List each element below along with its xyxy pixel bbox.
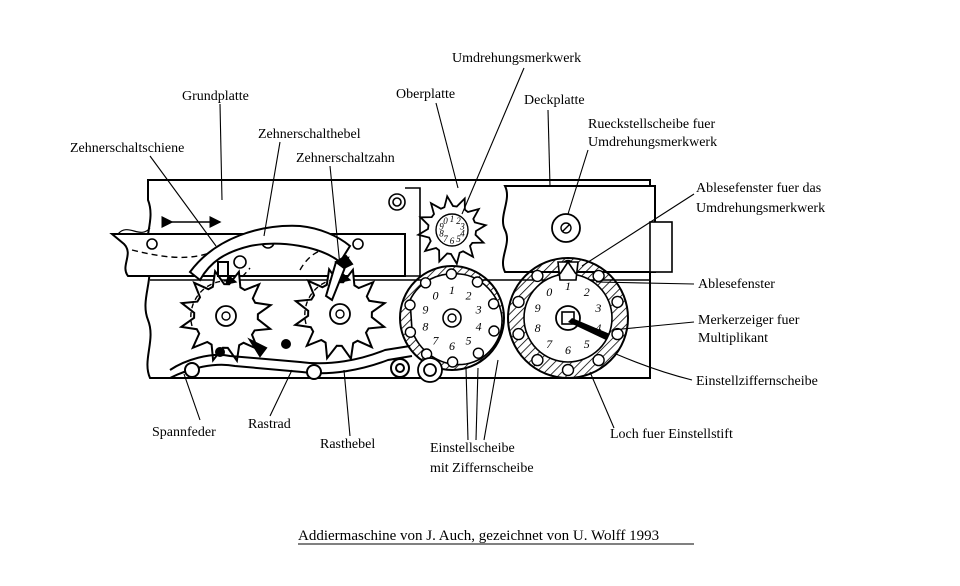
label-einstellscheibe-line2: mit Ziffernscheibe bbox=[430, 461, 534, 476]
ziffern-digit: 1 bbox=[565, 279, 571, 293]
label-grundplatte: Grundplatte bbox=[182, 89, 249, 104]
callout-lines bbox=[149, 67, 695, 441]
einstell-hole bbox=[445, 268, 458, 280]
umdrehung-digit: 1 bbox=[450, 214, 455, 224]
rueckstellscheibe bbox=[551, 213, 581, 243]
ziffern-hole bbox=[512, 295, 525, 309]
umdrehung-digit: 0 bbox=[443, 216, 448, 226]
label-deckplatte: Deckplatte bbox=[524, 93, 585, 108]
einstell-digit: 3 bbox=[475, 302, 482, 316]
figure-caption: Addiermaschine von J. Auch, gezeichnet v… bbox=[298, 528, 659, 544]
gear-axle bbox=[335, 309, 345, 319]
ziffern-hole bbox=[531, 269, 544, 283]
ziffern-hole bbox=[592, 269, 605, 283]
label-ablesefenster: Ablesefenster bbox=[698, 277, 775, 292]
ziffern-digit: 8 bbox=[535, 321, 541, 335]
einstell-digit: 2 bbox=[466, 288, 472, 302]
einstell-digit: 8 bbox=[422, 320, 428, 334]
umdrehung-digit: 7 bbox=[443, 234, 448, 244]
merkerzeiger-pointer bbox=[568, 318, 610, 340]
einstell-digit: 7 bbox=[433, 334, 440, 348]
rotation-arrow bbox=[190, 274, 238, 327]
label-rueckstell-line2: Umdrehungsmerkwerk bbox=[588, 135, 717, 150]
label-einstellscheibe-line1: Einstellscheibe bbox=[430, 441, 515, 456]
label-rastrad: Rastrad bbox=[248, 417, 291, 432]
einstell-digit: 5 bbox=[466, 334, 472, 348]
transfer-roller bbox=[417, 357, 443, 383]
gear-axle bbox=[221, 311, 231, 321]
ablesefenster-window bbox=[557, 261, 579, 281]
einstell-hole bbox=[446, 356, 459, 368]
einstell-digit: 6 bbox=[449, 339, 455, 353]
ziffern-digit: 4 bbox=[595, 321, 601, 335]
einstell-hole bbox=[488, 325, 500, 337]
ziffern-hole bbox=[611, 295, 624, 309]
ziffern-digit: 6 bbox=[565, 343, 571, 357]
ziffern-digit: 0 bbox=[546, 285, 552, 299]
label-ablesefenster-umd-line1: Ablesefenster fuer das bbox=[696, 181, 821, 196]
label-rasthebel: Rasthebel bbox=[320, 437, 375, 452]
ziffern-hole bbox=[592, 353, 605, 367]
einstell-hole bbox=[404, 326, 417, 338]
einstell-digit: 1 bbox=[449, 283, 455, 297]
label-spannfeder: Spannfeder bbox=[152, 425, 216, 440]
einstell-hole bbox=[404, 299, 416, 311]
einstell-hole bbox=[419, 277, 432, 289]
einstell-digit: 4 bbox=[476, 320, 482, 334]
ziffern-digit: 2 bbox=[584, 285, 590, 299]
label-zehnerschalthebel: Zehnerschalthebel bbox=[258, 127, 361, 142]
labels: Grundplatte Zehnerschaltschiene Zehnersc… bbox=[70, 51, 825, 476]
zehnerschalt-segment bbox=[188, 224, 352, 282]
umdrehung-digit: 9 bbox=[439, 222, 444, 232]
label-oberplatte: Oberplatte bbox=[396, 87, 455, 102]
ziffern-hole bbox=[611, 327, 624, 341]
label-umdrehungsmerkwerk: Umdrehungsmerkwerk bbox=[452, 51, 581, 66]
einstell-hole bbox=[487, 298, 500, 310]
umdrehung-digit: 6 bbox=[450, 236, 455, 246]
ziffern-digit: 9 bbox=[535, 301, 541, 315]
ziffern-hole bbox=[512, 327, 525, 341]
ziffern-digit: 3 bbox=[594, 301, 601, 315]
einstell-digit: 0 bbox=[433, 288, 439, 302]
label-merkerzeiger-line2: Multiplikant bbox=[698, 331, 768, 346]
label-zehnerschaltschiene: Zehnerschaltschiene bbox=[70, 141, 184, 156]
ziffern-digit: 7 bbox=[546, 337, 553, 351]
zehnerschalthebel-lever bbox=[217, 254, 354, 302]
label-merkerzeiger-line1: Merkerzeiger fuer bbox=[698, 313, 800, 328]
umdrehung-digit: 2 bbox=[456, 216, 461, 226]
ziffern-hole bbox=[561, 363, 575, 377]
label-zehnerschaltzahn: Zehnerschaltzahn bbox=[296, 151, 395, 166]
label-loch-einstellstift: Loch fuer Einstellstift bbox=[610, 427, 733, 442]
label-rueckstell-line1: Rueckstellscheibe fuer bbox=[588, 117, 715, 132]
ziffern-digit: 5 bbox=[584, 337, 590, 351]
einstell-digit: 9 bbox=[422, 302, 428, 316]
label-ablesefenster-umd-line2: Umdrehungsmerkwerk bbox=[696, 201, 825, 216]
umdrehung-digit: 3 bbox=[459, 222, 465, 232]
rastrad-gear-right bbox=[292, 266, 388, 362]
umdrehung-digit: 5 bbox=[456, 234, 461, 244]
rasthebel-assembly bbox=[169, 337, 413, 380]
einstell-hole bbox=[472, 347, 485, 359]
umdrehung-digit: 8 bbox=[439, 228, 444, 238]
ziffern-hole bbox=[531, 353, 544, 367]
umdrehung-digit: 4 bbox=[460, 228, 465, 238]
label-einstellziffernscheibe: Einstellziffernscheibe bbox=[696, 374, 818, 389]
einstell-hole bbox=[471, 276, 484, 288]
